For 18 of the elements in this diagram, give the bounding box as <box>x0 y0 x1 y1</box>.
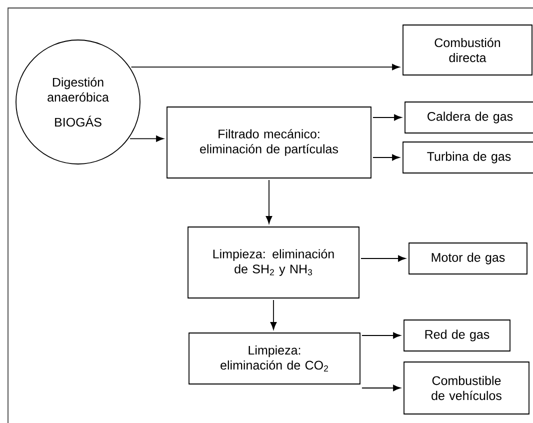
arrow <box>372 114 402 121</box>
process-box: Limpieza: eliminación de SH$_{2}$ y NH$_{3}$ <box>188 226 360 298</box>
process-box: Limpieza: eliminación de CO$_{2}$ <box>188 332 360 384</box>
arrow <box>372 154 400 161</box>
arrow <box>362 384 401 392</box>
process-box: Combustible de vehículos <box>404 362 530 414</box>
arrow <box>362 332 401 339</box>
process-box: Combustión directa <box>402 24 532 76</box>
arrow <box>270 300 277 330</box>
process-box: Red de gas <box>404 320 510 352</box>
arrow <box>360 255 406 262</box>
arrow <box>130 64 400 70</box>
process-box: Filtrado mecánico: eliminación de partículas <box>166 106 372 178</box>
arrow <box>266 180 272 224</box>
arrow <box>130 136 164 142</box>
process-box: Caldera de gas <box>404 102 533 134</box>
process-box: Motor de gas <box>408 242 528 274</box>
process-box: Turbina de gas <box>402 142 533 174</box>
